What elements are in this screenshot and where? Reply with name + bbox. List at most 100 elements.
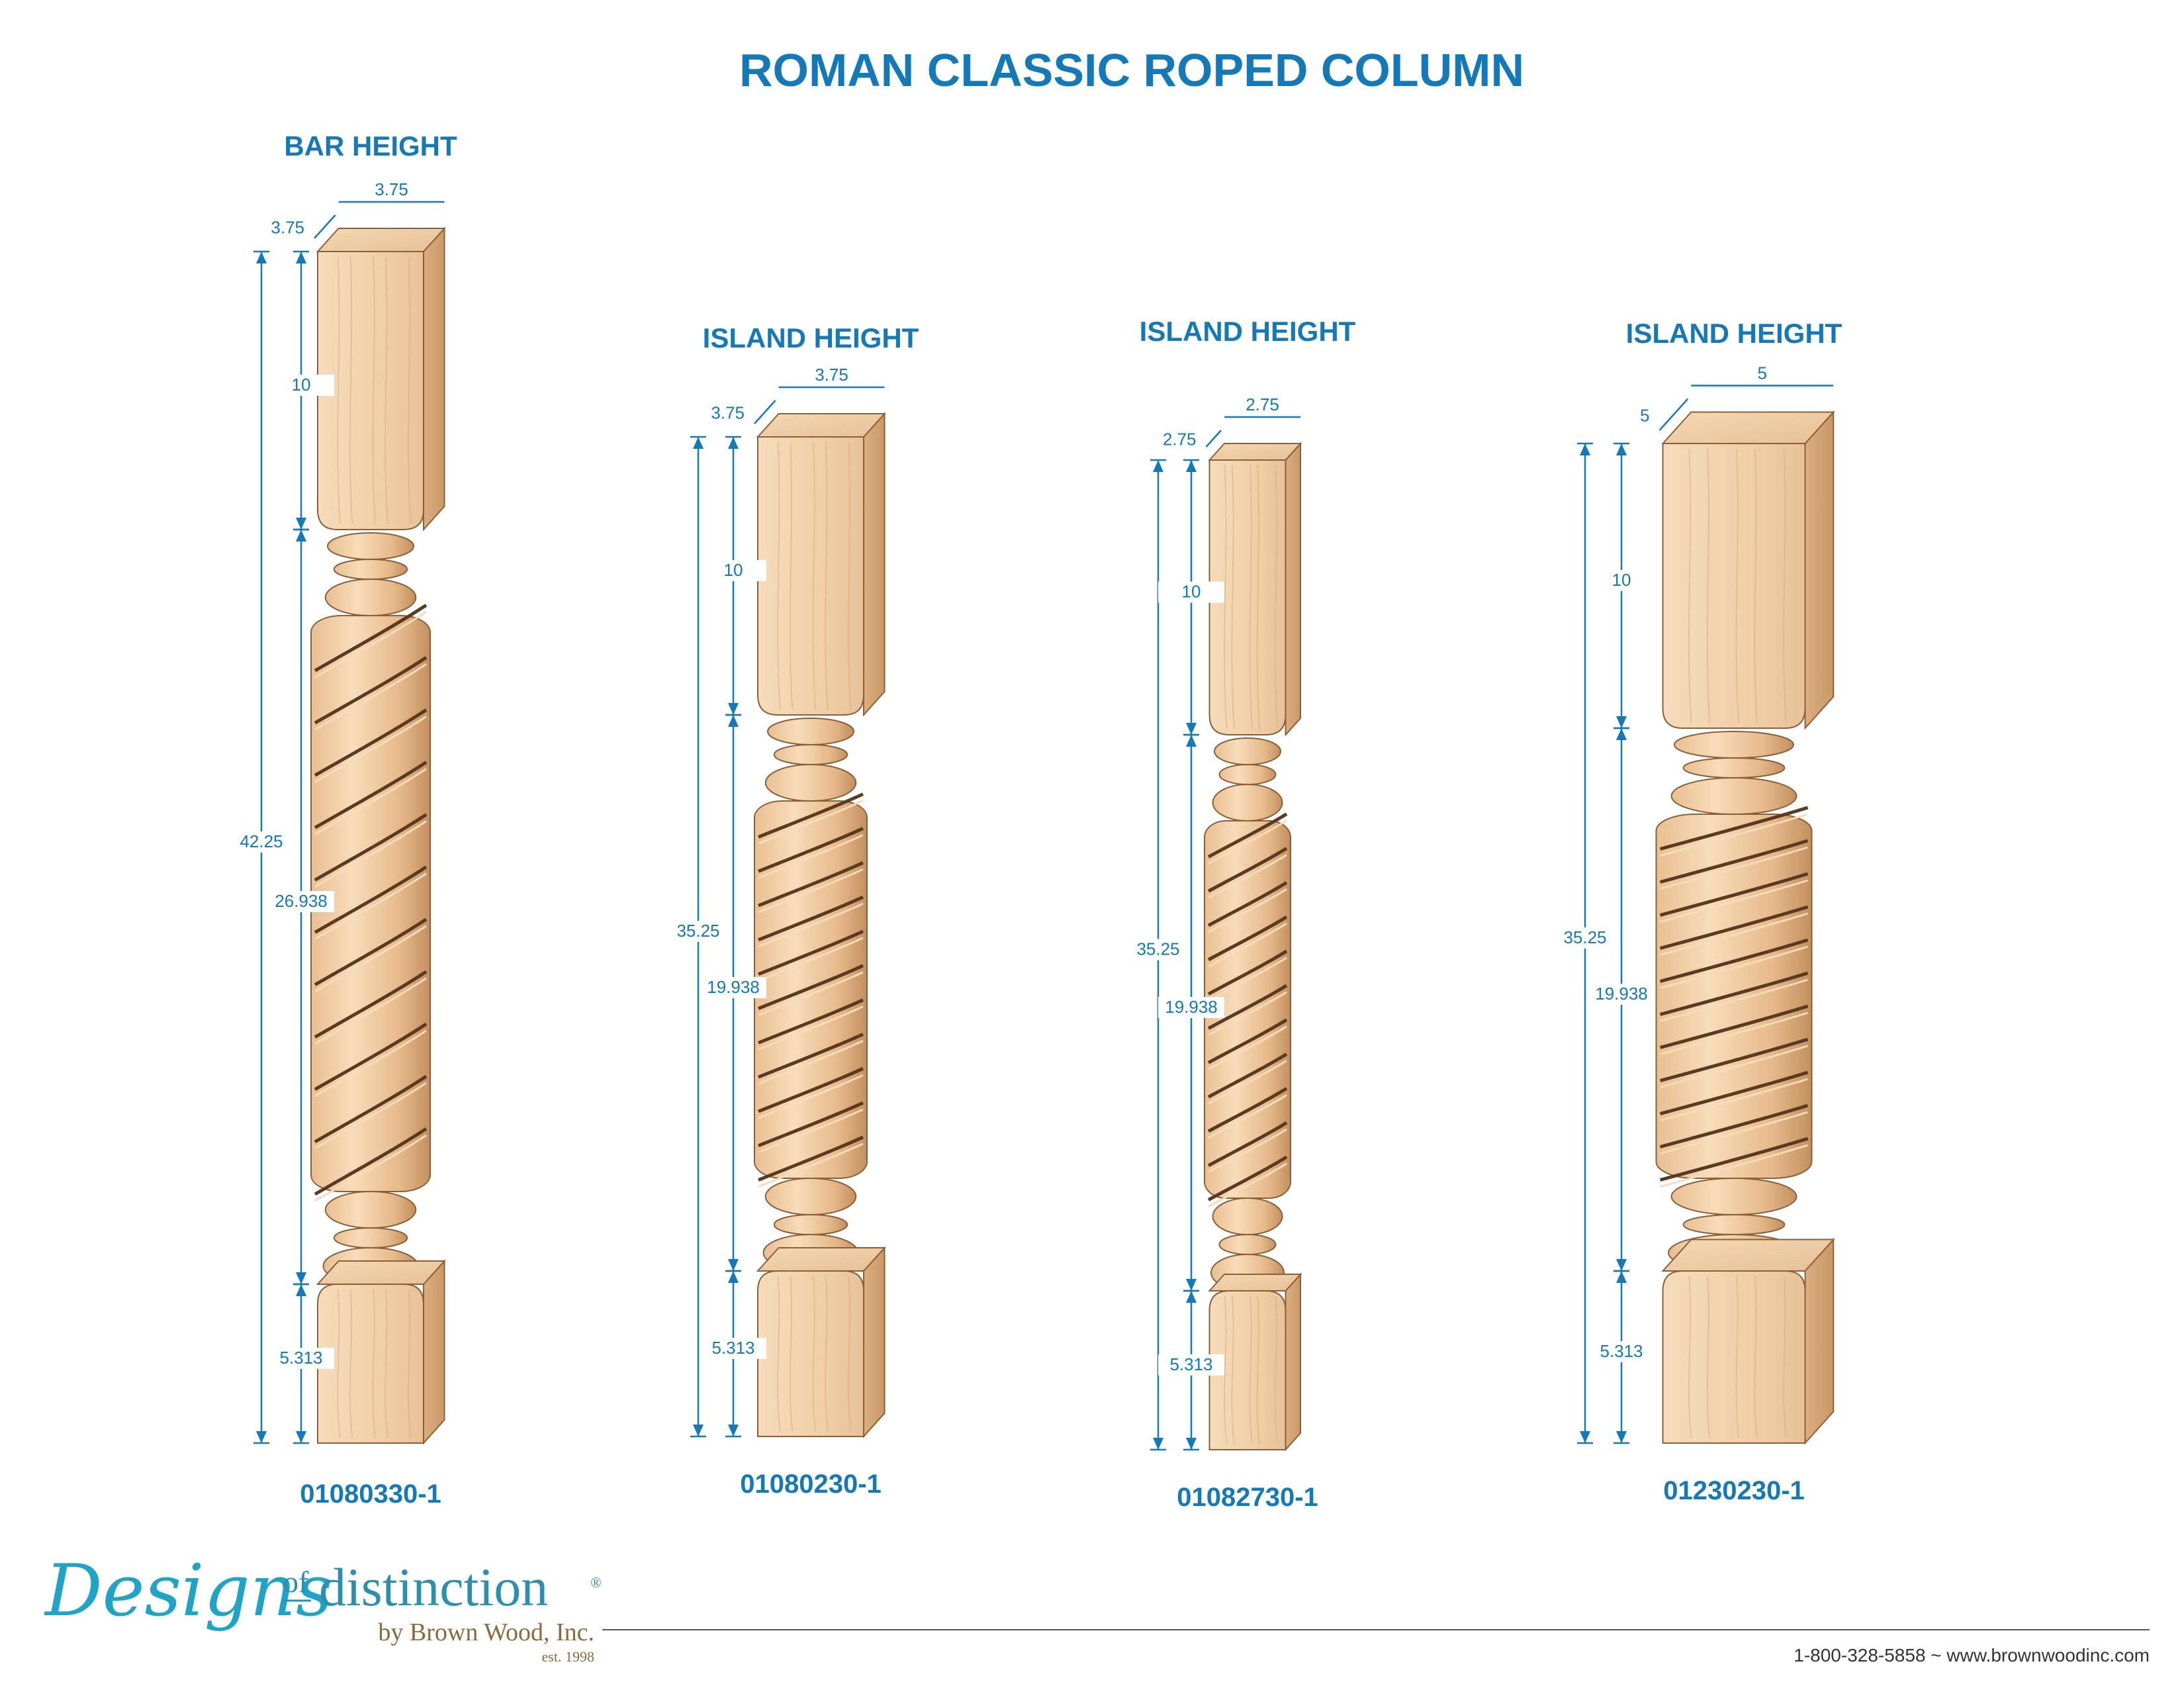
cap-height-dimension-value: 10 [1182,582,1201,602]
bead-ring [1212,784,1283,821]
base-block-grain [1224,1295,1228,1445]
cap-block-grain [337,256,341,525]
roped-shaft-groove [758,929,864,976]
lower-bead-ring [324,1191,417,1229]
cap-block-grain [1231,465,1235,730]
roped-shaft-highlight [758,1039,864,1085]
top-depth-value: 3.75 [271,218,304,238]
base-block-grain [777,1276,781,1432]
total-height-dimension-value-backing [665,921,731,942]
roped-shaft-groove [1659,1037,1809,1082]
bead-ring [764,764,857,802]
roped-shaft-highlight [758,834,864,879]
roped-shaft-groove [1207,949,1288,996]
depth-dimension-line [314,214,336,239]
cap-height-dimension-value: 10 [292,375,311,395]
lower-neck-ring [1682,1214,1786,1235]
roped-shaft-groove [314,1074,428,1144]
base-block-grain [1275,1295,1279,1445]
roped-shaft-groove [758,1135,864,1182]
base-block-grain [337,1289,341,1438]
base-block-grain [1688,1276,1692,1438]
roped-shaft-groove [1207,1087,1288,1133]
base-block-grain [825,1276,829,1432]
cap-height-dimension-arrow-top [728,437,739,449]
shaft-height-dimension-arrow-bottom [1616,1259,1627,1271]
part-number: 01230230-1 [1663,1476,1805,1505]
base-height-dimension-arrow-top [1186,1291,1197,1303]
roped-shaft-highlight [314,610,427,679]
cap-block-grain [825,442,829,710]
cap-block-top-face [756,413,886,438]
roped-shaft-groove [1207,1155,1288,1201]
roped-shaft-highlight [1208,888,1287,933]
base-block-side-face [423,1259,445,1445]
roped-shaft-highlight [758,1006,864,1051]
roped-shaft-highlight [314,768,427,835]
roped-shaft-groove [314,761,428,829]
shaft-height-dimension-value-backing [1158,997,1224,1018]
roped-shaft-highlight [758,1108,864,1154]
shaft-height-dimension-arrow-top [1186,735,1197,747]
roped-shaft-groove [1659,872,1809,917]
base-block-grain [1735,1276,1739,1438]
column-2: ISLAND HEIGHT3.753.7535.251019.9385.3130… [665,322,919,1499]
roped-shaft-highlight [758,1074,864,1119]
roped-shaft-highlight [1660,1078,1808,1121]
base-block-grain [812,1276,816,1432]
base-height-dimension-arrow-top [296,1284,306,1296]
part-number: 01082730-1 [1177,1483,1318,1512]
base-block-grain [408,1289,412,1438]
base-height-dimension-value-backing [268,1348,334,1369]
base-block-top-face [316,1260,446,1285]
roped-shaft-groove [314,970,428,1039]
cap-block-grain [1783,448,1787,724]
cap-block-top-face [1661,411,1835,444]
total-height-dimension-arrow-bottom [256,1431,267,1443]
base-block-side-face [1285,1272,1301,1452]
cap-block-grain [349,256,353,525]
cap-block-grain [372,256,376,525]
roped-shaft-highlight [1660,1011,1808,1055]
logo-word-designs: Designs [44,1550,333,1632]
total-height-dimension-value-backing [1125,939,1191,961]
shaft-height-dimension-arrow-top [728,715,739,727]
base-block-grain [1754,1276,1758,1438]
cap-height-dimension-value-backing [1588,570,1655,591]
roped-shaft-highlight [1208,1025,1287,1070]
roped-shaft-groove [1659,806,1809,851]
roped-shaft-highlight [1660,1111,1808,1154]
roped-shaft-groove [1207,1121,1288,1167]
cap-block-grain [1256,465,1260,730]
depth-dimension-line [754,400,776,424]
lower-bead-ring [1670,1178,1797,1215]
roped-shaft-groove [1207,881,1288,927]
cap-block-grain [1688,448,1692,724]
roped-shaft-groove [758,895,864,942]
roped-shaft-groove [758,1033,864,1079]
base-block-front-face [1662,1270,1806,1444]
base-height-dimension-arrow-bottom [296,1431,306,1443]
roped-shaft-groove [314,813,428,882]
total-height-dimension-arrow-top [1153,460,1163,472]
roped-shaft-groove [1207,1053,1288,1099]
base-height-dimension-value: 5.313 [711,1338,754,1358]
base-block-grain [1256,1295,1260,1445]
base-block-front-face [1208,1290,1287,1450]
cap-block-grain [1275,465,1279,730]
roped-shaft-highlight [758,971,864,1016]
cap-height-dimension-arrow-bottom [296,518,306,530]
shaft-height-dimension-value: 19.938 [707,977,760,997]
cap-height-dimension-value: 10 [1612,570,1631,590]
shaft-height-dimension-arrow-top [1616,728,1627,740]
roped-shaft-highlight [1208,1162,1287,1207]
cap-height-dimension-arrow-top [1616,444,1627,455]
roped-shaft-highlight [314,1134,427,1202]
roped-shaft-highlight [314,1029,427,1098]
shaft-height-dimension-arrow-bottom [296,1272,306,1284]
base-block-grain [349,1289,353,1438]
roped-shaft-groove [314,917,428,986]
shaft-height-dimension-value: 19.938 [1595,984,1648,1004]
roped-shaft-highlight [758,902,864,948]
roped-shaft-highlight [758,937,864,982]
